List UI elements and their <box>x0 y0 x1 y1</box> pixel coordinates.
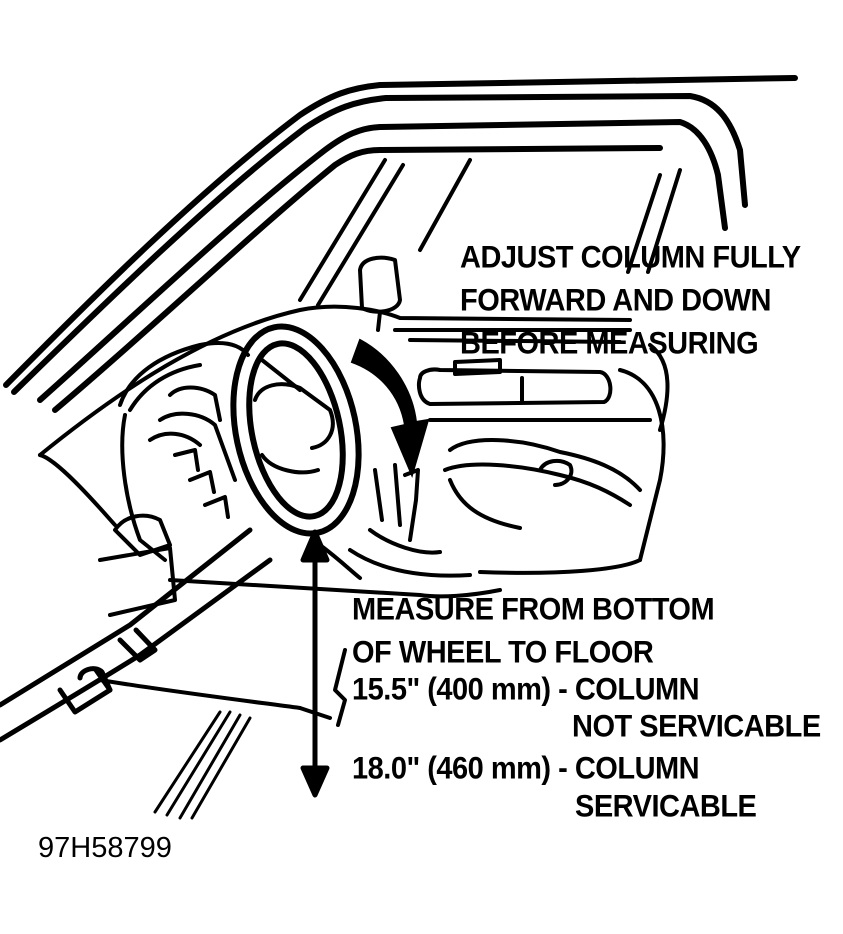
dashboard <box>38 304 670 457</box>
figure-code: 97H58799 <box>38 832 172 864</box>
measurement-value-servicable: 18.0" (460 mm) - COLUMN <box>352 751 700 786</box>
measurement-status-servicable: SERVICABLE <box>575 789 757 824</box>
measure-line-2: OF WHEEL TO FLOOR <box>352 635 654 671</box>
instrument-cluster <box>98 341 250 617</box>
windshield-lines <box>298 158 682 307</box>
measurement-value-not-servicable: 15.5" (400 mm) - COLUMN <box>352 672 700 707</box>
adjust-line-2: FORWARD AND DOWN <box>460 283 771 319</box>
steering-column <box>0 527 273 743</box>
measure-line-1: MEASURE FROM BOTTOM <box>352 592 715 627</box>
door-frame-outline <box>3 75 798 413</box>
adjust-line-1: ADJUST COLUMN FULLY <box>460 240 801 275</box>
rearview-mirror <box>358 255 402 332</box>
passenger-seat <box>443 368 666 575</box>
measurement-arrow <box>300 529 330 798</box>
measurement-status-not-servicable: NOT SERVICABLE <box>572 709 821 744</box>
adjust-column-instruction: ADJUST COLUMN FULLY FORWARD AND DOWN BEF… <box>460 236 801 366</box>
adjust-direction-arrow <box>350 338 430 478</box>
steering-wheel-hub <box>253 358 335 475</box>
measure-instruction: MEASURE FROM BOTTOM OF WHEEL TO FLOOR <box>352 588 715 674</box>
adjust-line-3: BEFORE MEASURING <box>460 326 759 362</box>
door-sill-hatching <box>153 710 252 820</box>
